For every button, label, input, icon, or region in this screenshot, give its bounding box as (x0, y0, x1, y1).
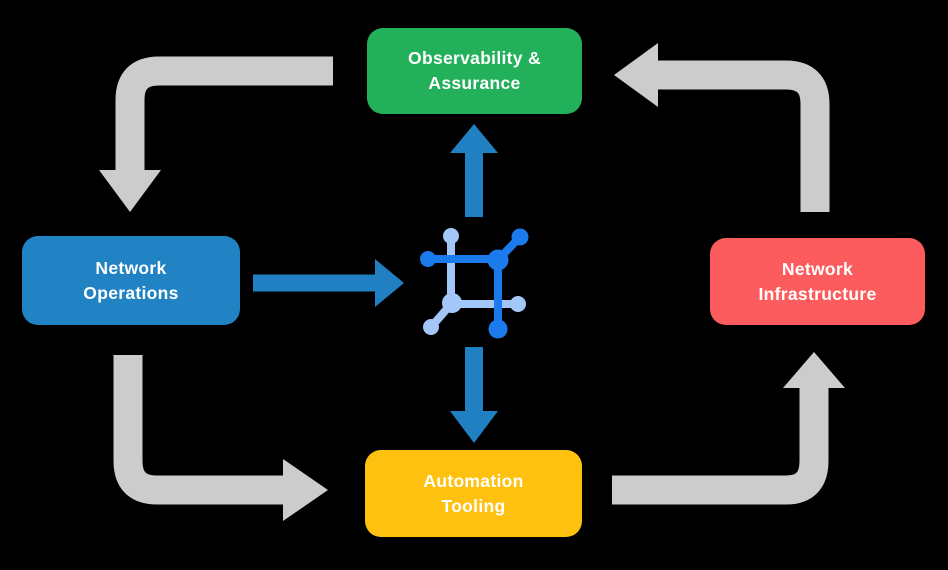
arrow-center-to-observability (450, 124, 498, 217)
arrow-operations-to-automation (113, 355, 328, 521)
node-automation-tooling: Automation Tooling (365, 450, 582, 537)
arrow-operations-to-center (253, 259, 404, 307)
node-label-line2: Tooling (441, 495, 506, 516)
node-network-infrastructure: Network Infrastructure (710, 238, 925, 325)
node-label-line1: Network (781, 258, 854, 279)
node-label-line2: Infrastructure (758, 283, 877, 304)
arrow-center-to-automation (450, 347, 498, 443)
network-hub-icon (420, 228, 529, 339)
node-label-line2: Assurance (428, 73, 521, 93)
node-network-operations: Network Operations (22, 236, 240, 325)
node-label-line1: Automation (423, 470, 524, 491)
node-observability-assurance: Observability & Assurance (367, 28, 582, 114)
node-label-line1: Network (95, 257, 167, 278)
arrow-observability-to-operations (99, 56, 333, 212)
arrow-automation-to-infrastructure (612, 352, 845, 505)
arrow-infrastructure-to-observability (614, 43, 830, 212)
node-label-line1: Observability & (408, 48, 541, 68)
node-label-line2: Operations (83, 282, 179, 303)
